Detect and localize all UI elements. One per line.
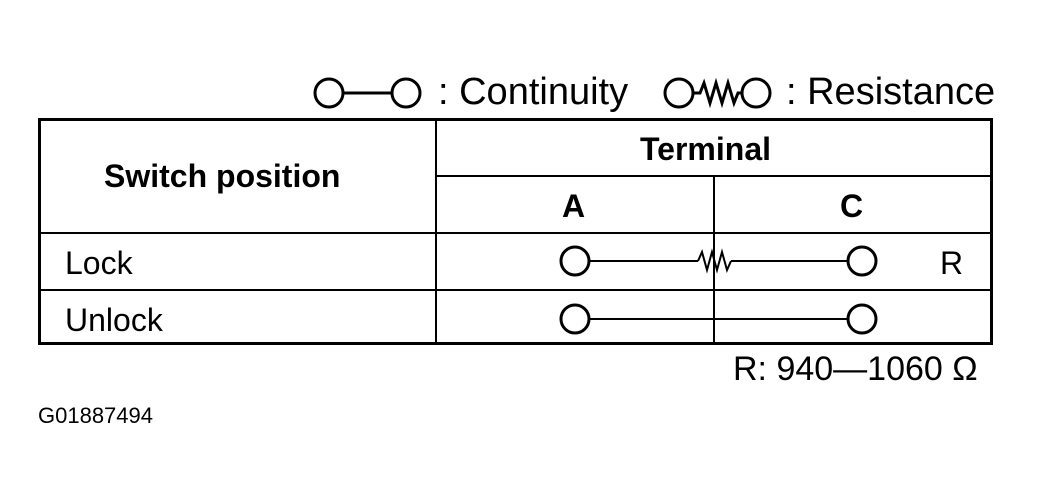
terminal-c-lock-icon	[846, 245, 878, 277]
column-divider	[435, 118, 437, 345]
header-terminal: Terminal	[640, 131, 771, 167]
terminal-table	[38, 118, 993, 345]
header-switch-position: Switch position	[104, 158, 341, 194]
row-label-unlock: Unlock	[65, 302, 163, 338]
header-terminal-c: C	[840, 188, 864, 224]
figure-id: G01887494	[38, 403, 153, 428]
terminal-a-lock-icon	[559, 245, 591, 277]
lock-resistance-connection	[559, 245, 878, 277]
resistor-icon	[697, 248, 732, 274]
legend-continuity-label: : Continuity	[438, 71, 629, 113]
header-terminal-a: A	[562, 188, 586, 224]
row-note-r: R	[940, 245, 964, 281]
terminal-a-unlock-icon	[559, 303, 591, 335]
row-divider	[38, 289, 993, 291]
row-label-lock: Lock	[65, 245, 133, 281]
header-row-divider	[38, 232, 993, 234]
resistance-spec: R: 940—1060 Ω	[733, 350, 978, 388]
unlock-continuity-connection	[559, 303, 878, 335]
terminal-c-unlock-icon	[846, 303, 878, 335]
legend-resistance-label: : Resistance	[786, 71, 996, 113]
resistance-symbol-icon	[663, 77, 772, 109]
continuity-symbol-icon	[313, 77, 422, 109]
